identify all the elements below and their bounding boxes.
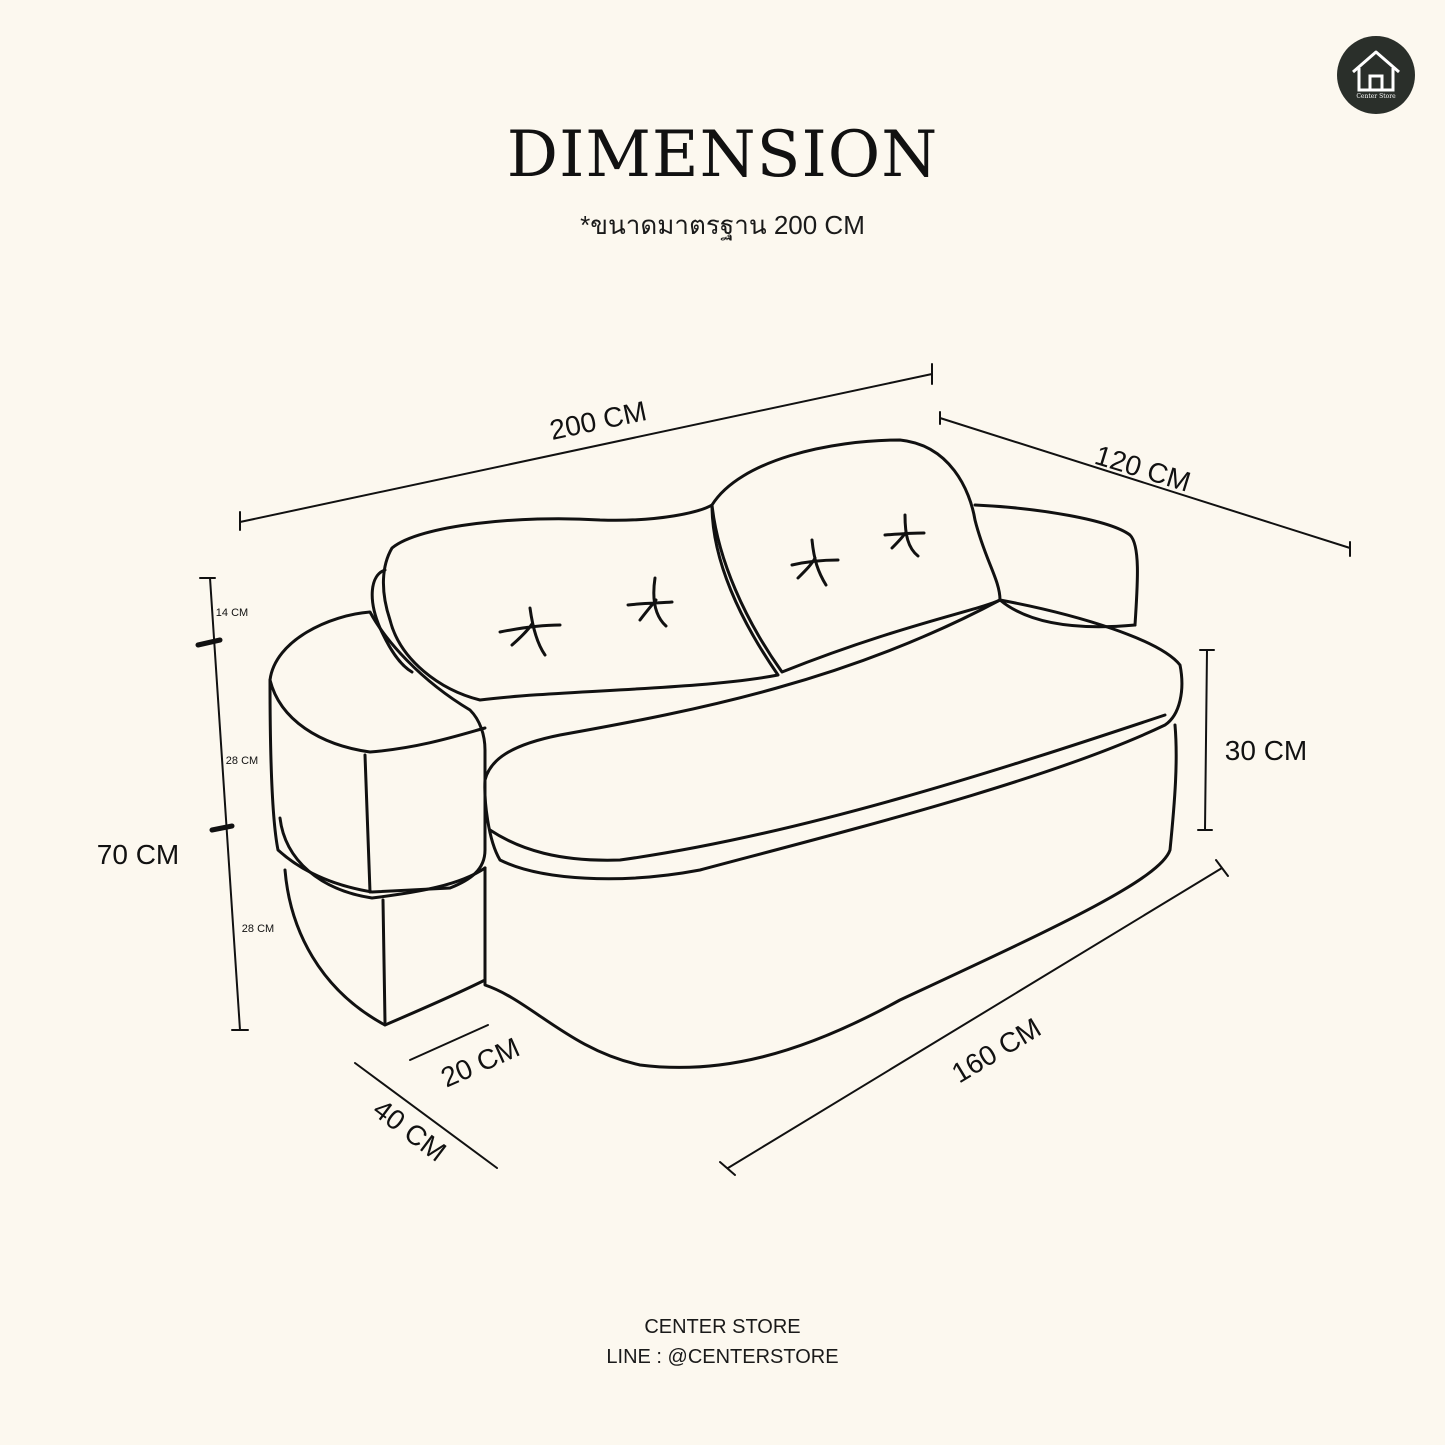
- dimension-line-seat-height: [1197, 649, 1215, 831]
- page-title: DIMENSION: [506, 118, 939, 192]
- back-cushion-rear: [370, 568, 414, 674]
- right-back-cushion: [710, 438, 1002, 674]
- label-segment-top: 14 CM: [216, 607, 248, 619]
- house-icon: [1352, 50, 1400, 92]
- logo-text: Center Store: [1356, 93, 1396, 100]
- label-arm-width: 20 CM: [436, 1032, 524, 1094]
- label-segment-bottom: 28 CM: [242, 923, 274, 935]
- footer-store-name: CENTER STORE: [644, 1316, 801, 1338]
- dimension-line-depth: [939, 411, 1351, 557]
- left-back-cushion: [381, 503, 780, 702]
- label-total-height: 70 CM: [97, 839, 179, 870]
- tuft-1: [498, 606, 562, 657]
- left-arm-base: [278, 816, 487, 900]
- tuft-2: [626, 576, 674, 628]
- dimension-lines: [195, 363, 1351, 1176]
- left-arm-top: [268, 610, 487, 894]
- sofa-drawing: [268, 438, 1184, 1069]
- seat-cushion: [483, 598, 1184, 881]
- right-arm: [973, 503, 1139, 627]
- tuft-4: [883, 513, 926, 558]
- label-seat-height: 30 CM: [1225, 735, 1307, 766]
- label-seat-width: 160 CM: [946, 1012, 1046, 1089]
- label-depth: 120 CM: [1091, 439, 1194, 497]
- tuft-3: [790, 538, 840, 587]
- dimension-labels: 200 CM 120 CM 30 CM 70 CM 14 CM 28 CM 28…: [97, 395, 1307, 1167]
- dimension-line-width: [239, 363, 933, 531]
- label-segment-middle: 28 CM: [226, 755, 258, 767]
- page-subtitle: *ขนาดมาตรฐาน 200 CM: [580, 210, 865, 240]
- footer-line-id: LINE : @CENTERSTORE: [606, 1346, 839, 1368]
- dimension-line-arm-depth: [354, 1062, 498, 1169]
- dimension-line-height: [199, 577, 249, 1031]
- store-logo: Center Store: [1337, 36, 1415, 114]
- sofa-base: [483, 723, 1178, 1069]
- dimension-line-arm-width: [409, 1024, 489, 1061]
- dimension-line-seat-width: [719, 859, 1229, 1176]
